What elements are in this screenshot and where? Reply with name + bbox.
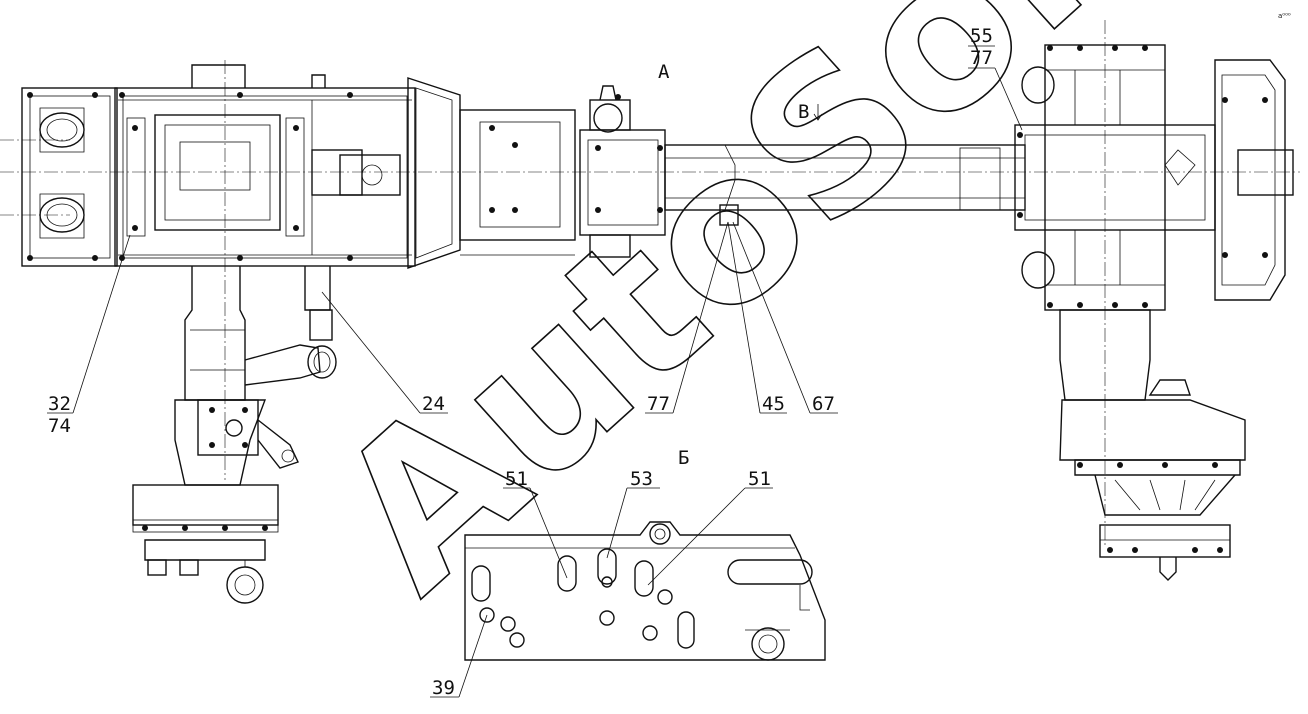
callout-67: 67 [812, 393, 835, 415]
right-final-drive [1014, 44, 1294, 581]
leader-lines [47, 45, 1023, 698]
view-label-b: Б [678, 447, 689, 469]
watermark: AutoSoft [294, 0, 1211, 636]
callout-51-right: 51 [748, 468, 771, 490]
callout-39: 39 [432, 677, 455, 699]
corner-mark: a⁰⁰⁰ [1278, 12, 1291, 20]
callout-74: 74 [48, 415, 71, 437]
steering-column [132, 64, 337, 604]
callout-77-bottom: 77 [647, 393, 670, 415]
callout-55: 55 [970, 25, 993, 47]
callout-24: 24 [422, 393, 445, 415]
fasteners [27, 45, 1268, 553]
callout-53: 53 [630, 468, 653, 490]
callout-51-left: 51 [505, 468, 528, 490]
callout-45: 45 [762, 393, 785, 415]
left-frame-housing [21, 87, 416, 267]
center-lines [0, 20, 1300, 545]
callout-32: 32 [48, 393, 71, 415]
view-arrow-label: В [798, 101, 809, 123]
callout-77-top: 77 [970, 47, 993, 69]
view-b-bracket [464, 521, 826, 661]
view-label-a: A [658, 61, 670, 83]
